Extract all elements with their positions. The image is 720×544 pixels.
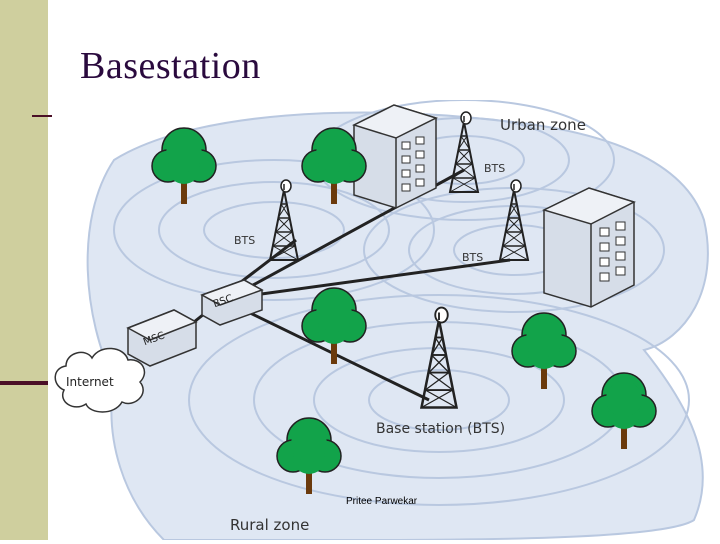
title-rule: [32, 115, 52, 117]
bsc-node: BSC: [200, 279, 264, 326]
urban-zone-label: Urban zone: [500, 116, 586, 134]
slide-sidebar-band: [0, 0, 48, 540]
msc-node: MSC: [126, 309, 198, 367]
network-diagram: BSC MSC Internet Urban zone BTS BTS BTS …: [44, 99, 720, 541]
bts-label-left: BTS: [234, 234, 255, 247]
slide-footer: Pritee Parwekar: [346, 496, 418, 507]
internet-label: Internet: [66, 375, 114, 389]
bts-label-right: BTS: [462, 251, 483, 264]
internet-cloud-icon: Internet: [54, 347, 146, 413]
building-urban-1: [351, 104, 439, 209]
base-station-label: Base station (BTS): [376, 421, 505, 437]
bts-label-urban: BTS: [484, 162, 505, 175]
slide-title: Basestation: [80, 45, 261, 87]
sidebar-rule: [0, 381, 48, 385]
rural-zone-label: Rural zone: [230, 516, 309, 534]
building-urban-2: [541, 187, 636, 308]
